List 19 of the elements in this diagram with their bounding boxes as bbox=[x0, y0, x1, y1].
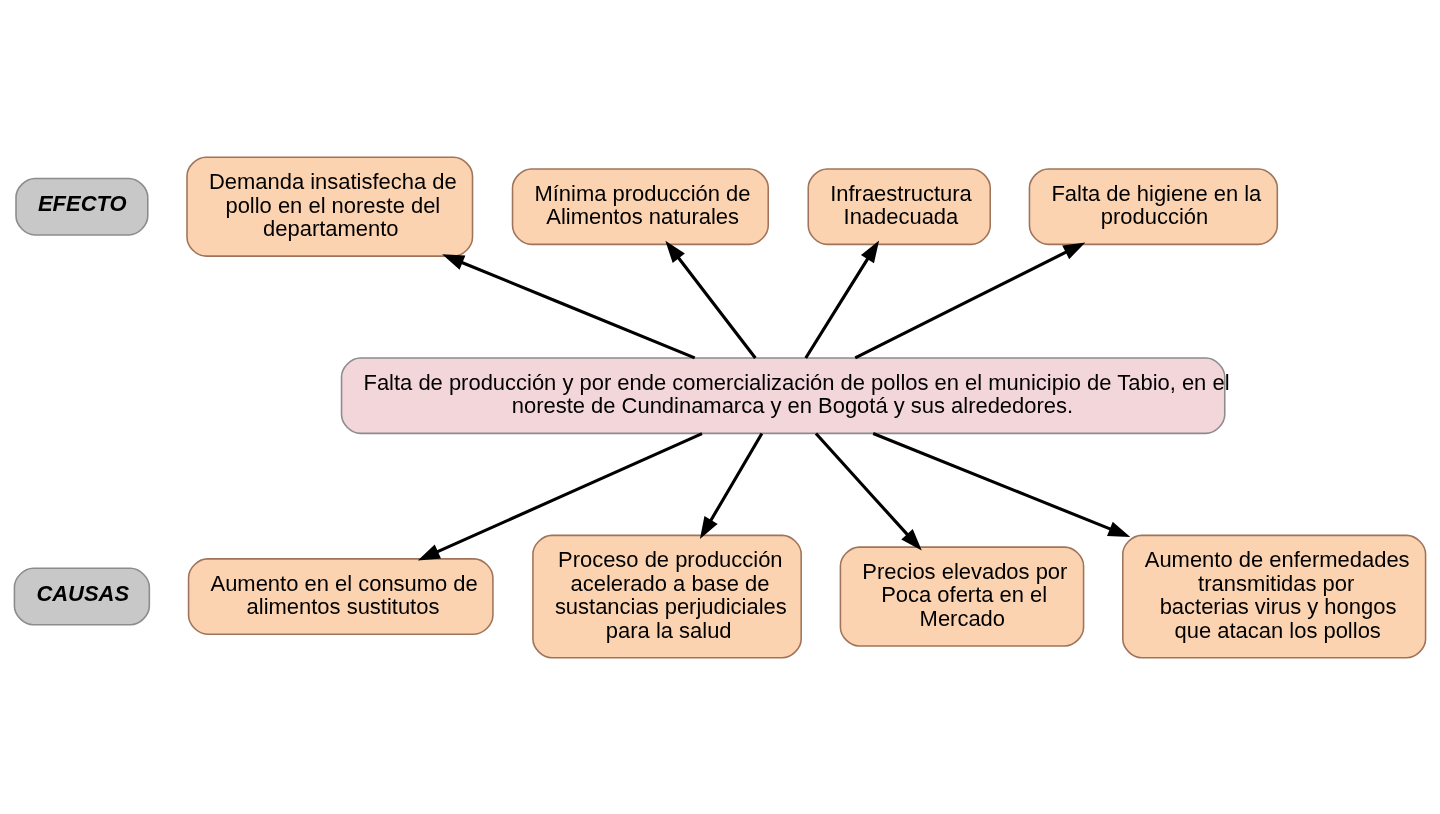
arrow bbox=[814, 432, 922, 551]
arrow bbox=[872, 431, 1131, 537]
node-box: Falta de higiene en la producción bbox=[1028, 167, 1279, 245]
node-box: EFECTO bbox=[15, 177, 149, 236]
node-box: Infraestructura Inadecuada bbox=[807, 167, 991, 245]
arrow bbox=[854, 241, 1086, 359]
arrow bbox=[442, 253, 696, 359]
arrow bbox=[417, 431, 703, 561]
node-box: Demanda insatisfecha de pollo en el noreste del departamento bbox=[186, 156, 474, 257]
node-box: Aumento de enfermedades transmitidas por bacterias virus y hongos que atacan los pollos bbox=[1122, 534, 1427, 658]
arrow bbox=[804, 240, 880, 359]
arrow bbox=[699, 432, 764, 539]
node-box: CAUSAS bbox=[13, 567, 151, 626]
node-box: Proceso de producción acelerado a base de sustancias perjudiciales para la salud bbox=[532, 534, 802, 658]
node-box: Aumento en el consumo de alimentos sustitutos bbox=[187, 557, 494, 635]
node-box: Falta de producción y por ende comercialización de pollos en el municipio de Tabio, en el noreste de Cundinamarca y en Bogotá y sus alrededores. bbox=[340, 356, 1226, 434]
node-box: Mínima producción de Alimentos naturales bbox=[511, 167, 770, 245]
arrow bbox=[665, 240, 757, 359]
node-box: Precios elevados por Poca oferta en el Mercado bbox=[839, 545, 1085, 647]
